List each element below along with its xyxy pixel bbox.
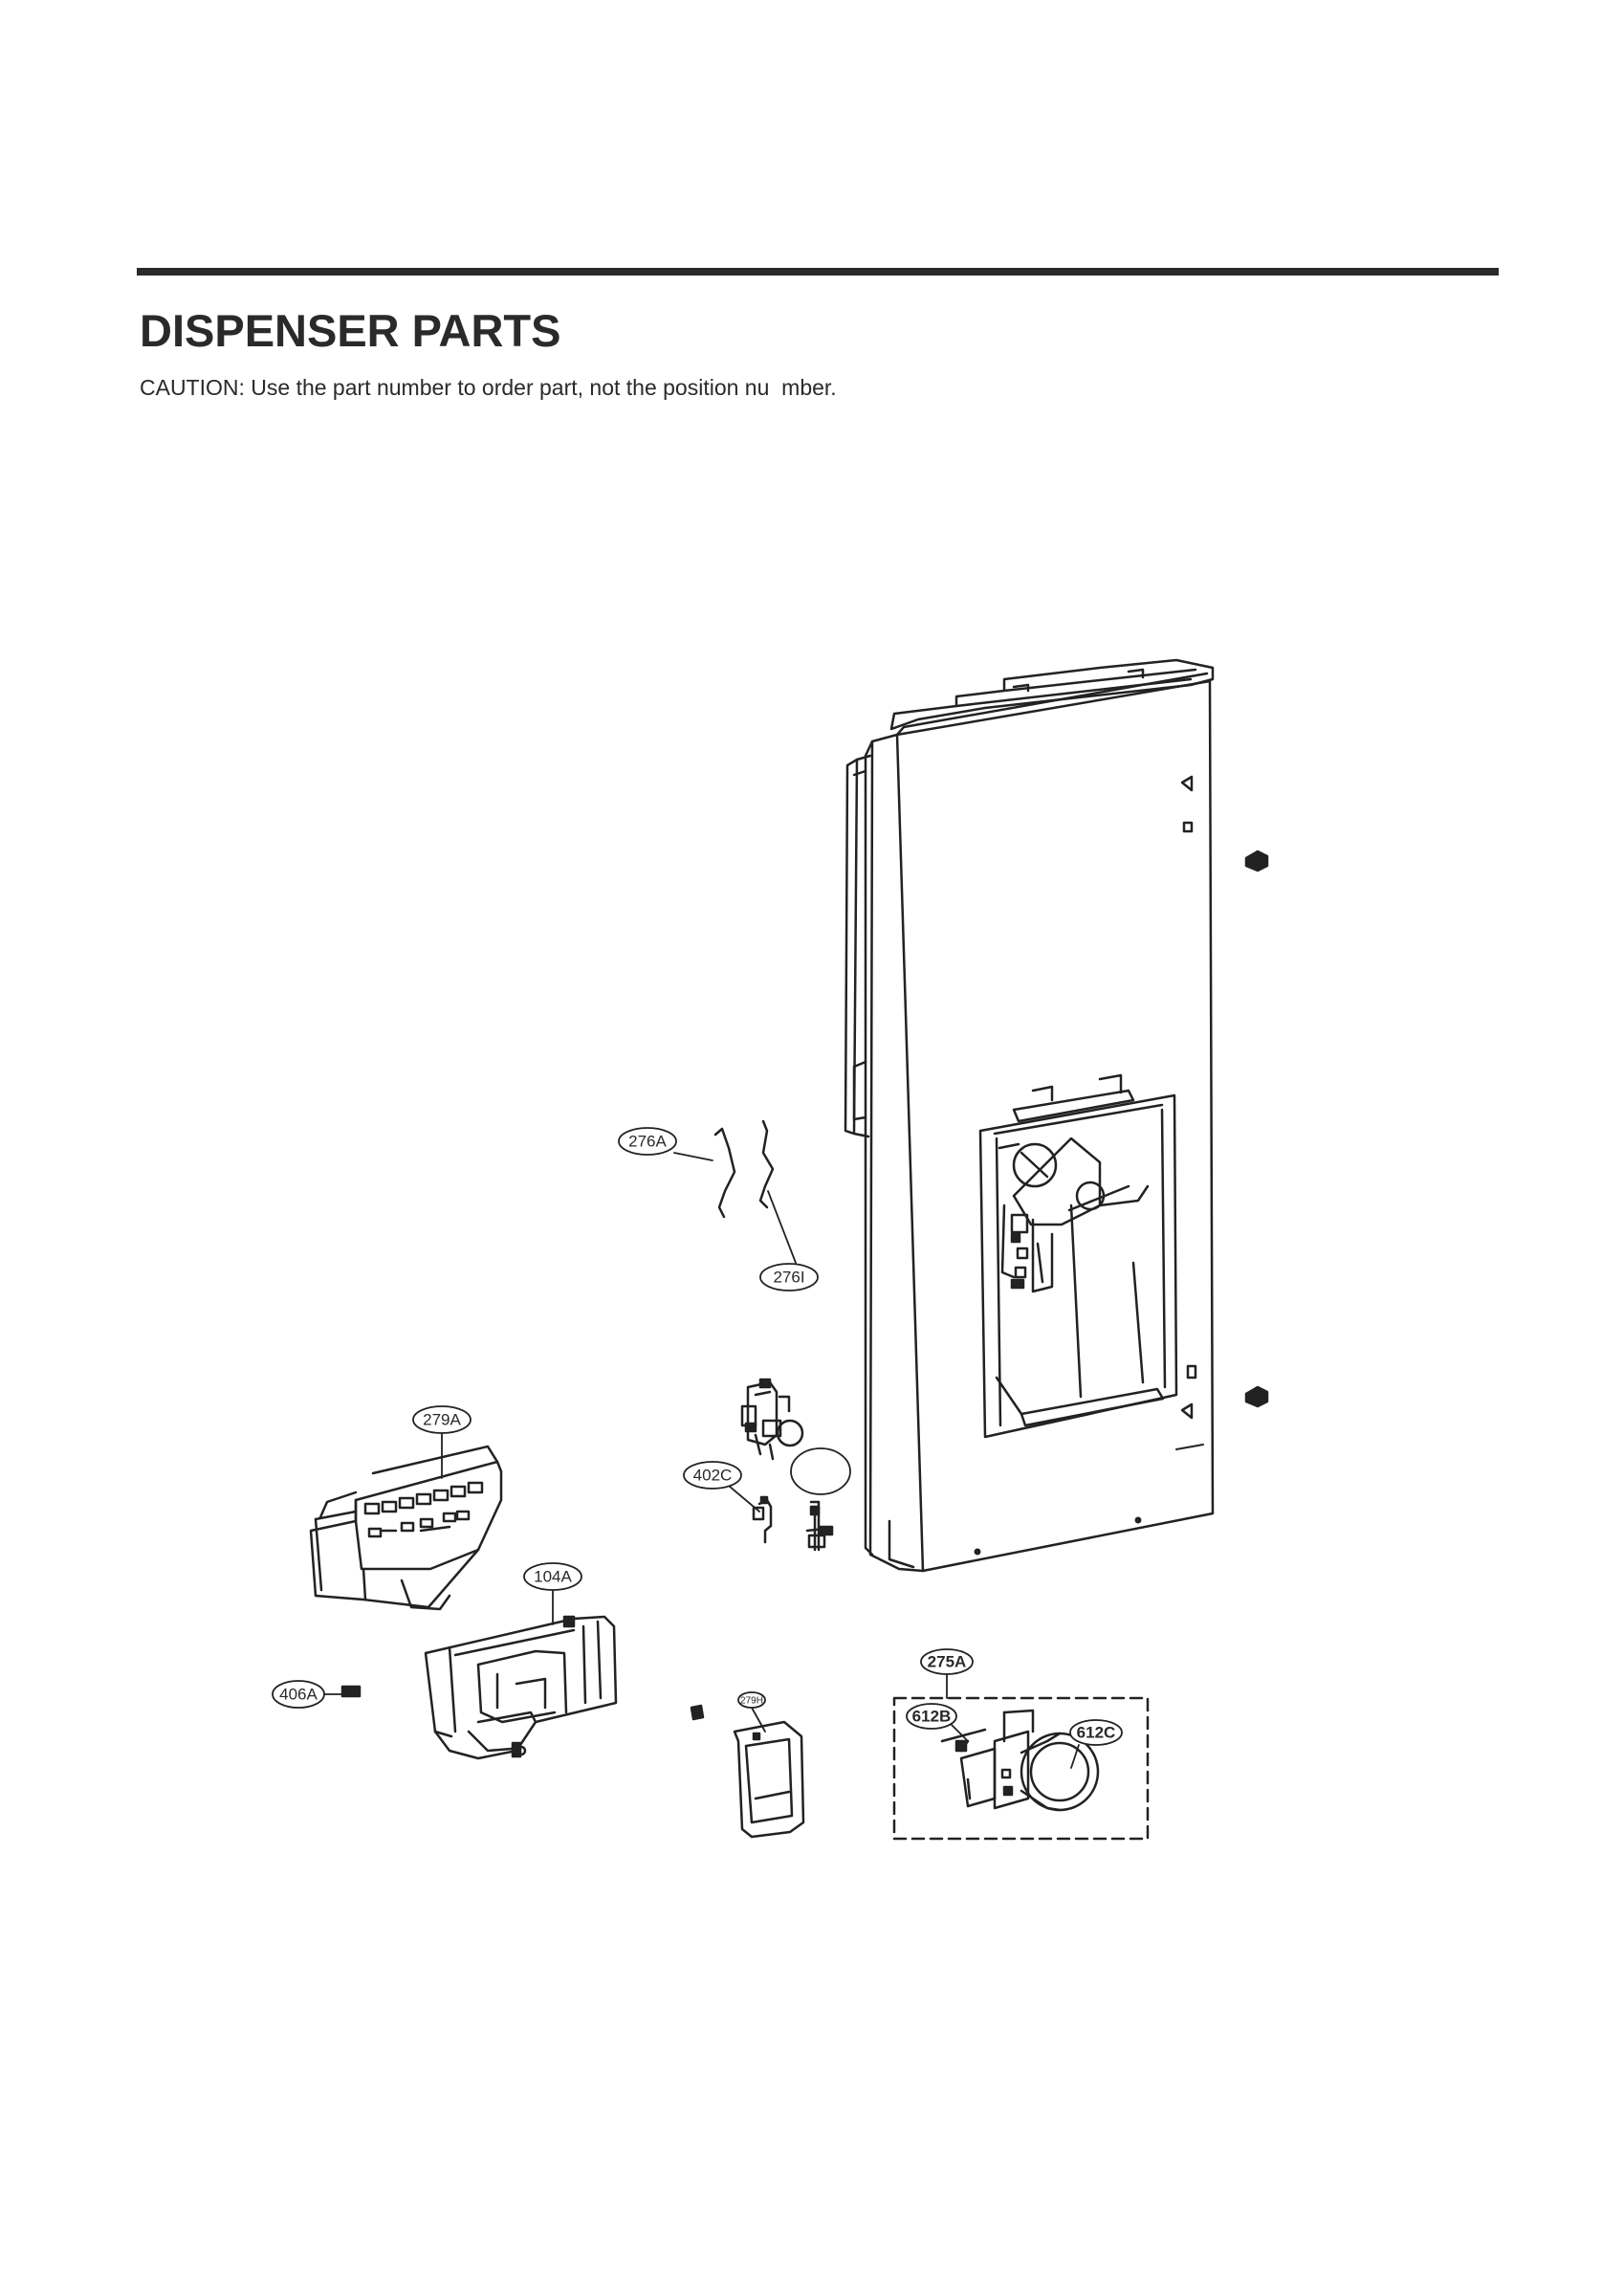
leader-276I [767, 1190, 797, 1264]
callout-279A-bubble [412, 1405, 472, 1434]
callout-276A-bubble [618, 1127, 677, 1156]
callout-104A-bubble [523, 1562, 582, 1591]
caution-note: CAUTION: Use the part number to order pa… [140, 375, 837, 400]
leader-276A [673, 1152, 713, 1161]
part-275A-box [892, 1696, 1150, 1841]
callout-612B-bubble [906, 1703, 957, 1730]
page-title: DISPENSER PARTS [140, 305, 561, 356]
callout-279H-label: 279H [740, 1696, 763, 1707]
callout-276I-bubble [759, 1263, 819, 1292]
callout-104A-label: 104A [534, 1567, 572, 1585]
callout-406A-label: 406A [279, 1685, 318, 1703]
callout-276A-label: 276A [628, 1132, 667, 1150]
part-406A-clip [340, 1685, 362, 1698]
callout-279A-label: 279A [423, 1410, 461, 1428]
leader-612C [1070, 1744, 1080, 1769]
callout-612C-bubble [1069, 1719, 1123, 1746]
leader-612B [951, 1724, 969, 1742]
callout-612C-label: 612C [1077, 1723, 1116, 1741]
callout-402C-label: 402C [693, 1466, 733, 1484]
part-402C-bracket [752, 1495, 773, 1544]
callout-276I-label: 276I [773, 1268, 804, 1286]
part-276I-spring [758, 1119, 775, 1209]
part-104A-housing [424, 1615, 618, 1760]
hinge-cap-top [1244, 850, 1269, 872]
callout-402C-bubble [683, 1461, 742, 1490]
header-rule [137, 268, 1499, 276]
callout-275A-bubble [920, 1648, 974, 1675]
dispenser-lever-assembly [740, 1378, 804, 1461]
leader-279H [751, 1707, 766, 1733]
callout-612B-label: 612B [912, 1707, 952, 1725]
part-279H-cover [733, 1720, 805, 1839]
part-279A-display-panel [309, 1445, 503, 1611]
hinge-cap-bottom [1244, 1385, 1269, 1408]
callout-275A-label: 275A [928, 1652, 967, 1670]
part-276A-spring [713, 1127, 736, 1219]
callout-279H-bubble [737, 1691, 766, 1709]
dispenser-recess [978, 1073, 1178, 1439]
small-screw [690, 1704, 705, 1721]
callout-blank-bubble [790, 1447, 851, 1495]
screw-part [805, 1500, 834, 1552]
callout-406A-bubble [272, 1680, 325, 1709]
door-panel [844, 658, 1215, 1573]
